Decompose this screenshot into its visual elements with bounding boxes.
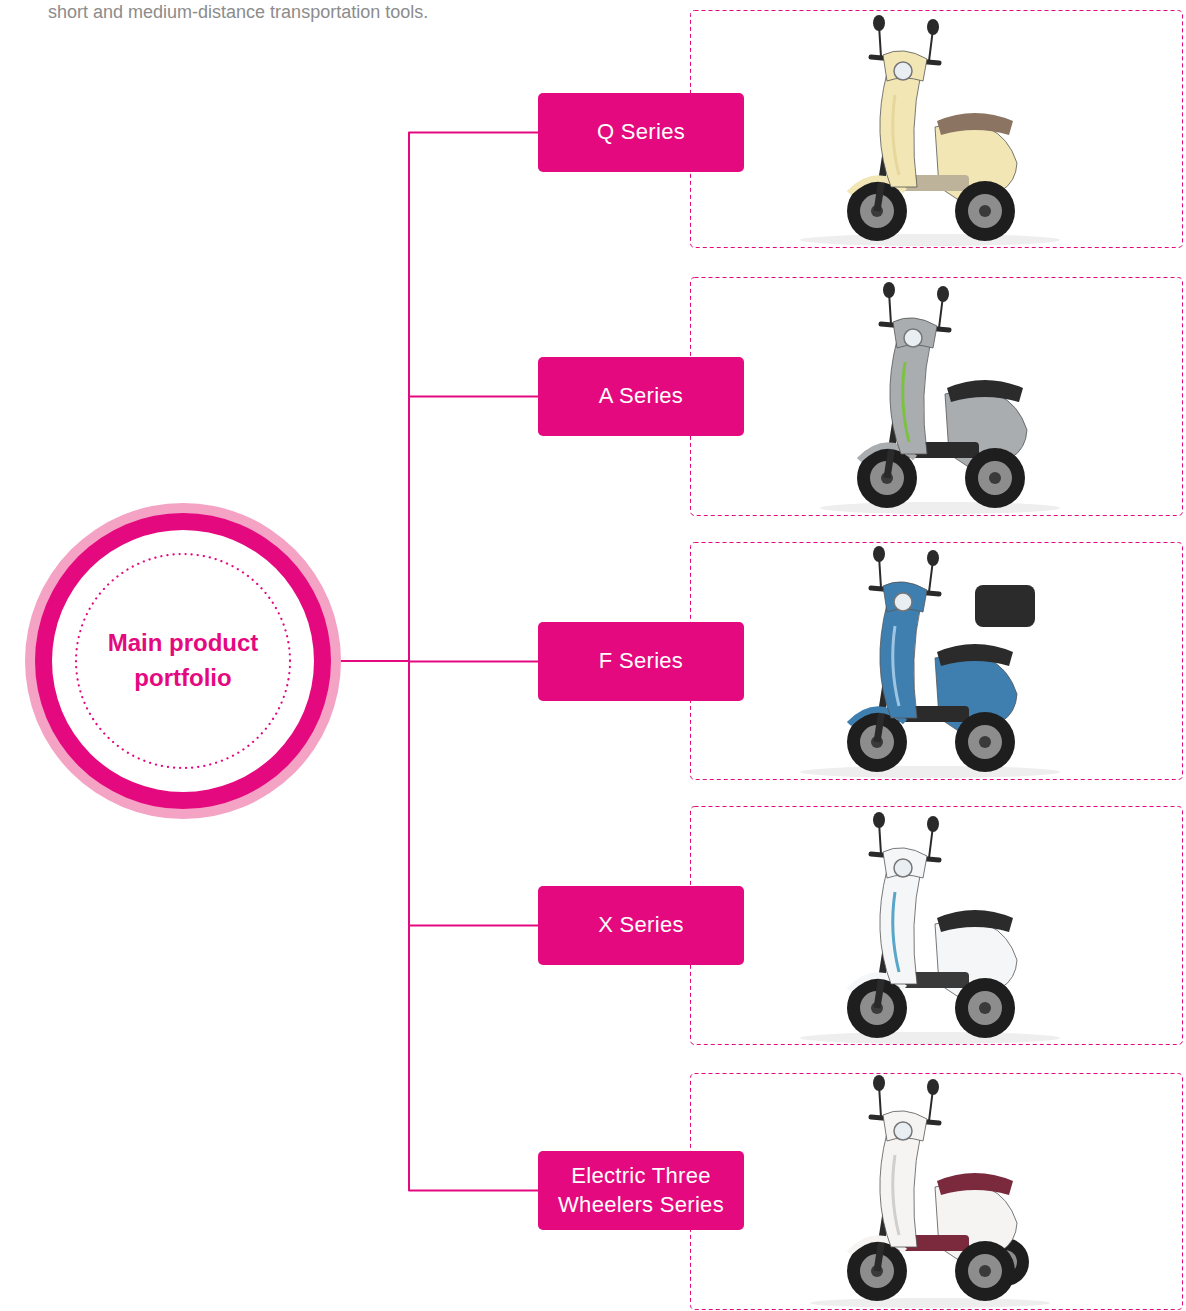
circle-outline <box>25 503 341 819</box>
series-box: F Series <box>538 622 744 701</box>
intro-text: short and medium-distance transportation… <box>48 2 428 23</box>
series-name: F Series <box>599 647 683 676</box>
series-box: X Series <box>538 886 744 965</box>
series-name: Electric Three Wheelers Series <box>548 1162 734 1219</box>
branch-connector <box>341 661 538 926</box>
outer-ring <box>25 503 341 819</box>
series-name: A Series <box>599 382 683 411</box>
series-name: Q Series <box>597 118 685 147</box>
dotted-ring <box>76 554 290 768</box>
series-box: Q Series <box>538 93 744 172</box>
series-name: X Series <box>598 911 684 940</box>
inner-disc <box>52 530 314 792</box>
series-box: A Series <box>538 357 744 436</box>
branch-connector <box>341 397 538 662</box>
hub-circle: Main product portfolio <box>25 503 341 819</box>
branch-connector <box>341 133 538 662</box>
hub-title: Main product portfolio <box>93 626 273 696</box>
middle-ring <box>35 513 331 809</box>
branch-connector <box>341 661 538 1191</box>
series-box: Electric Three Wheelers Series <box>538 1151 744 1230</box>
